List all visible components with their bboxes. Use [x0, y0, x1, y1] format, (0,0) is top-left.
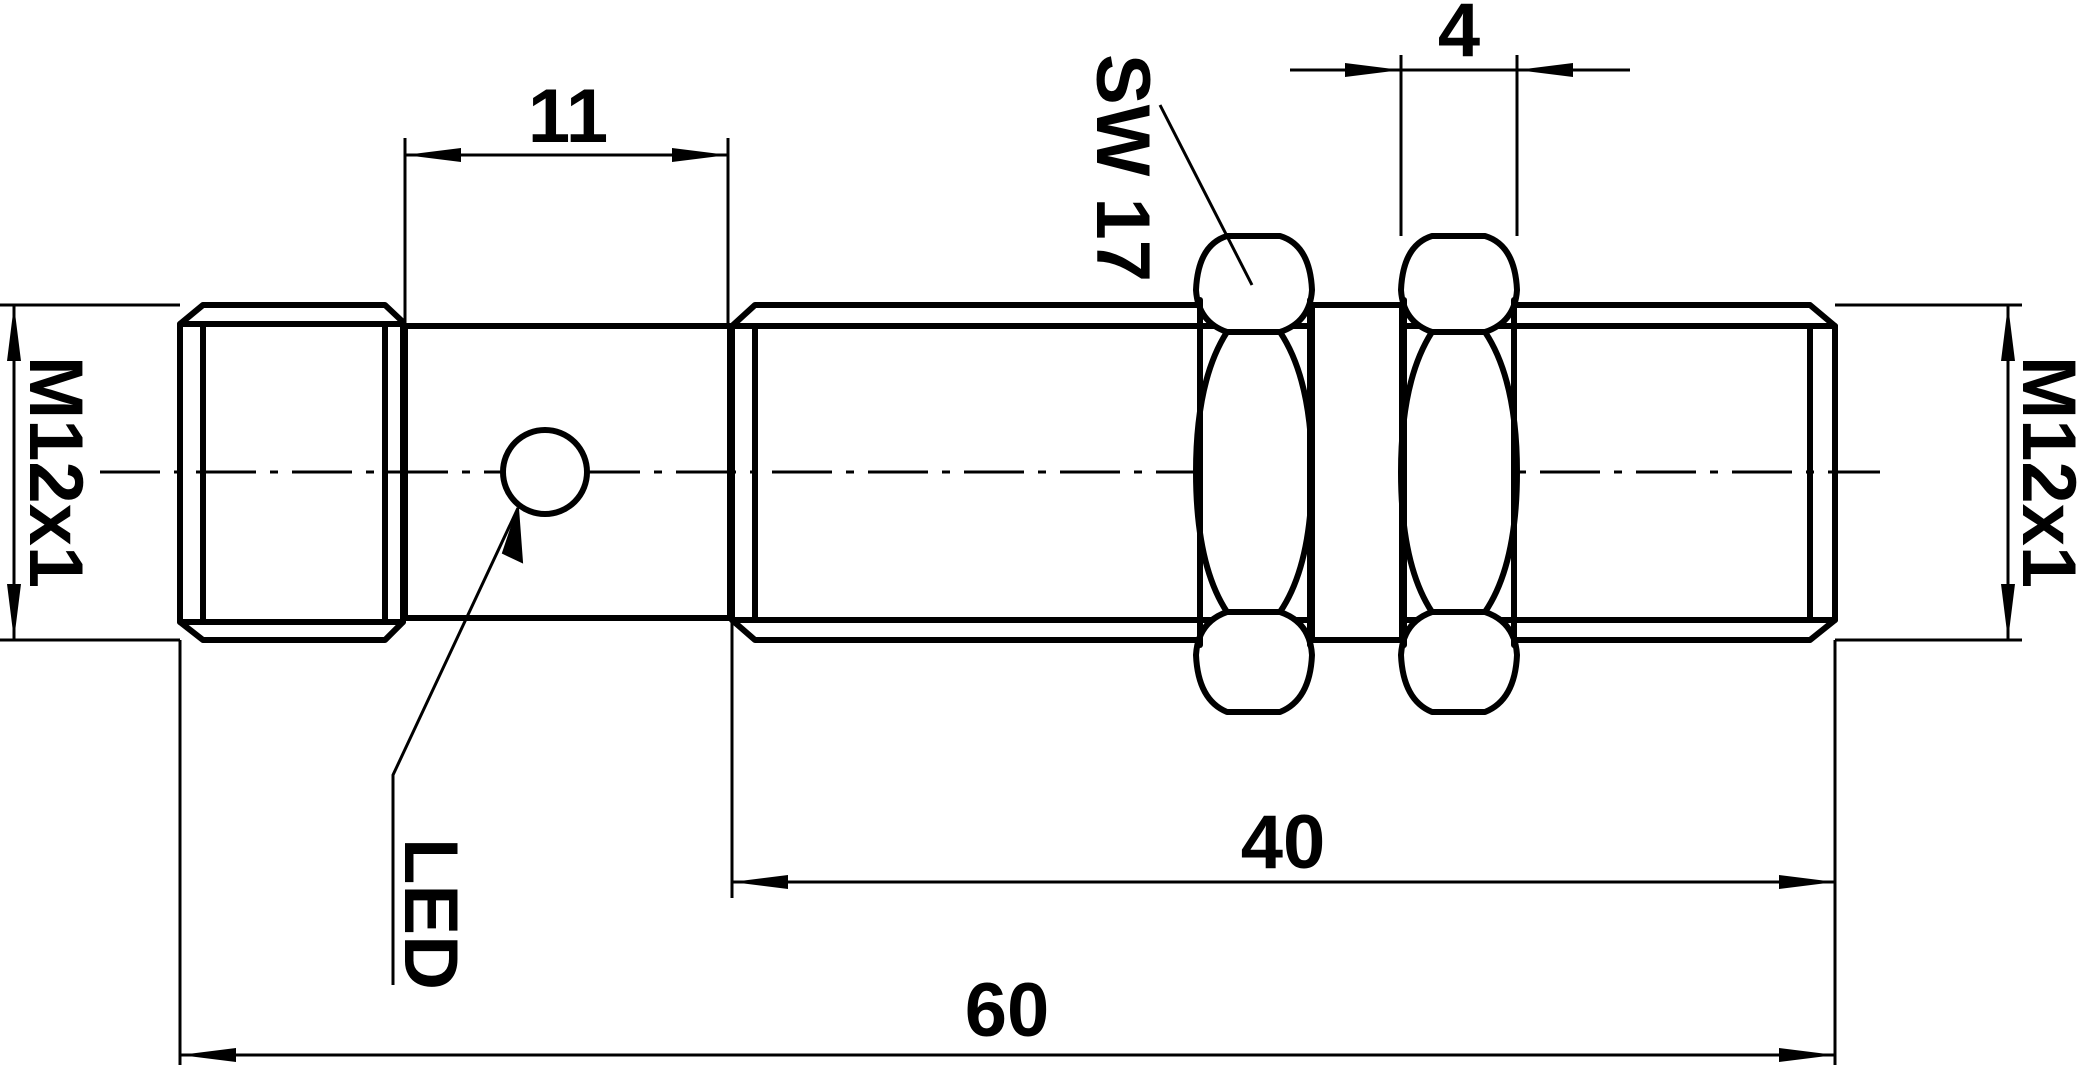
leader-led-arrowhead	[501, 507, 524, 564]
washer	[1309, 302, 1405, 643]
led-label: LED	[388, 838, 473, 990]
dim-overall-text: 60	[965, 968, 1050, 1053]
led-indicator	[500, 427, 590, 517]
left-thread-section	[177, 302, 406, 643]
thread-label-right: M12x1	[2006, 356, 2079, 588]
leader-sw17	[1158, 104, 1254, 286]
dim-thread-text: 40	[1241, 800, 1326, 885]
leader-led	[391, 507, 520, 985]
hex-nut-left	[1193, 233, 1315, 715]
dim-led-text: 11	[528, 74, 608, 159]
thread-label-left: M12x1	[13, 356, 98, 588]
dim-nut-text: 4	[1438, 0, 1480, 73]
hex-nut-right	[1398, 233, 1520, 715]
wrench-size-label: SW 17	[1080, 54, 1165, 282]
